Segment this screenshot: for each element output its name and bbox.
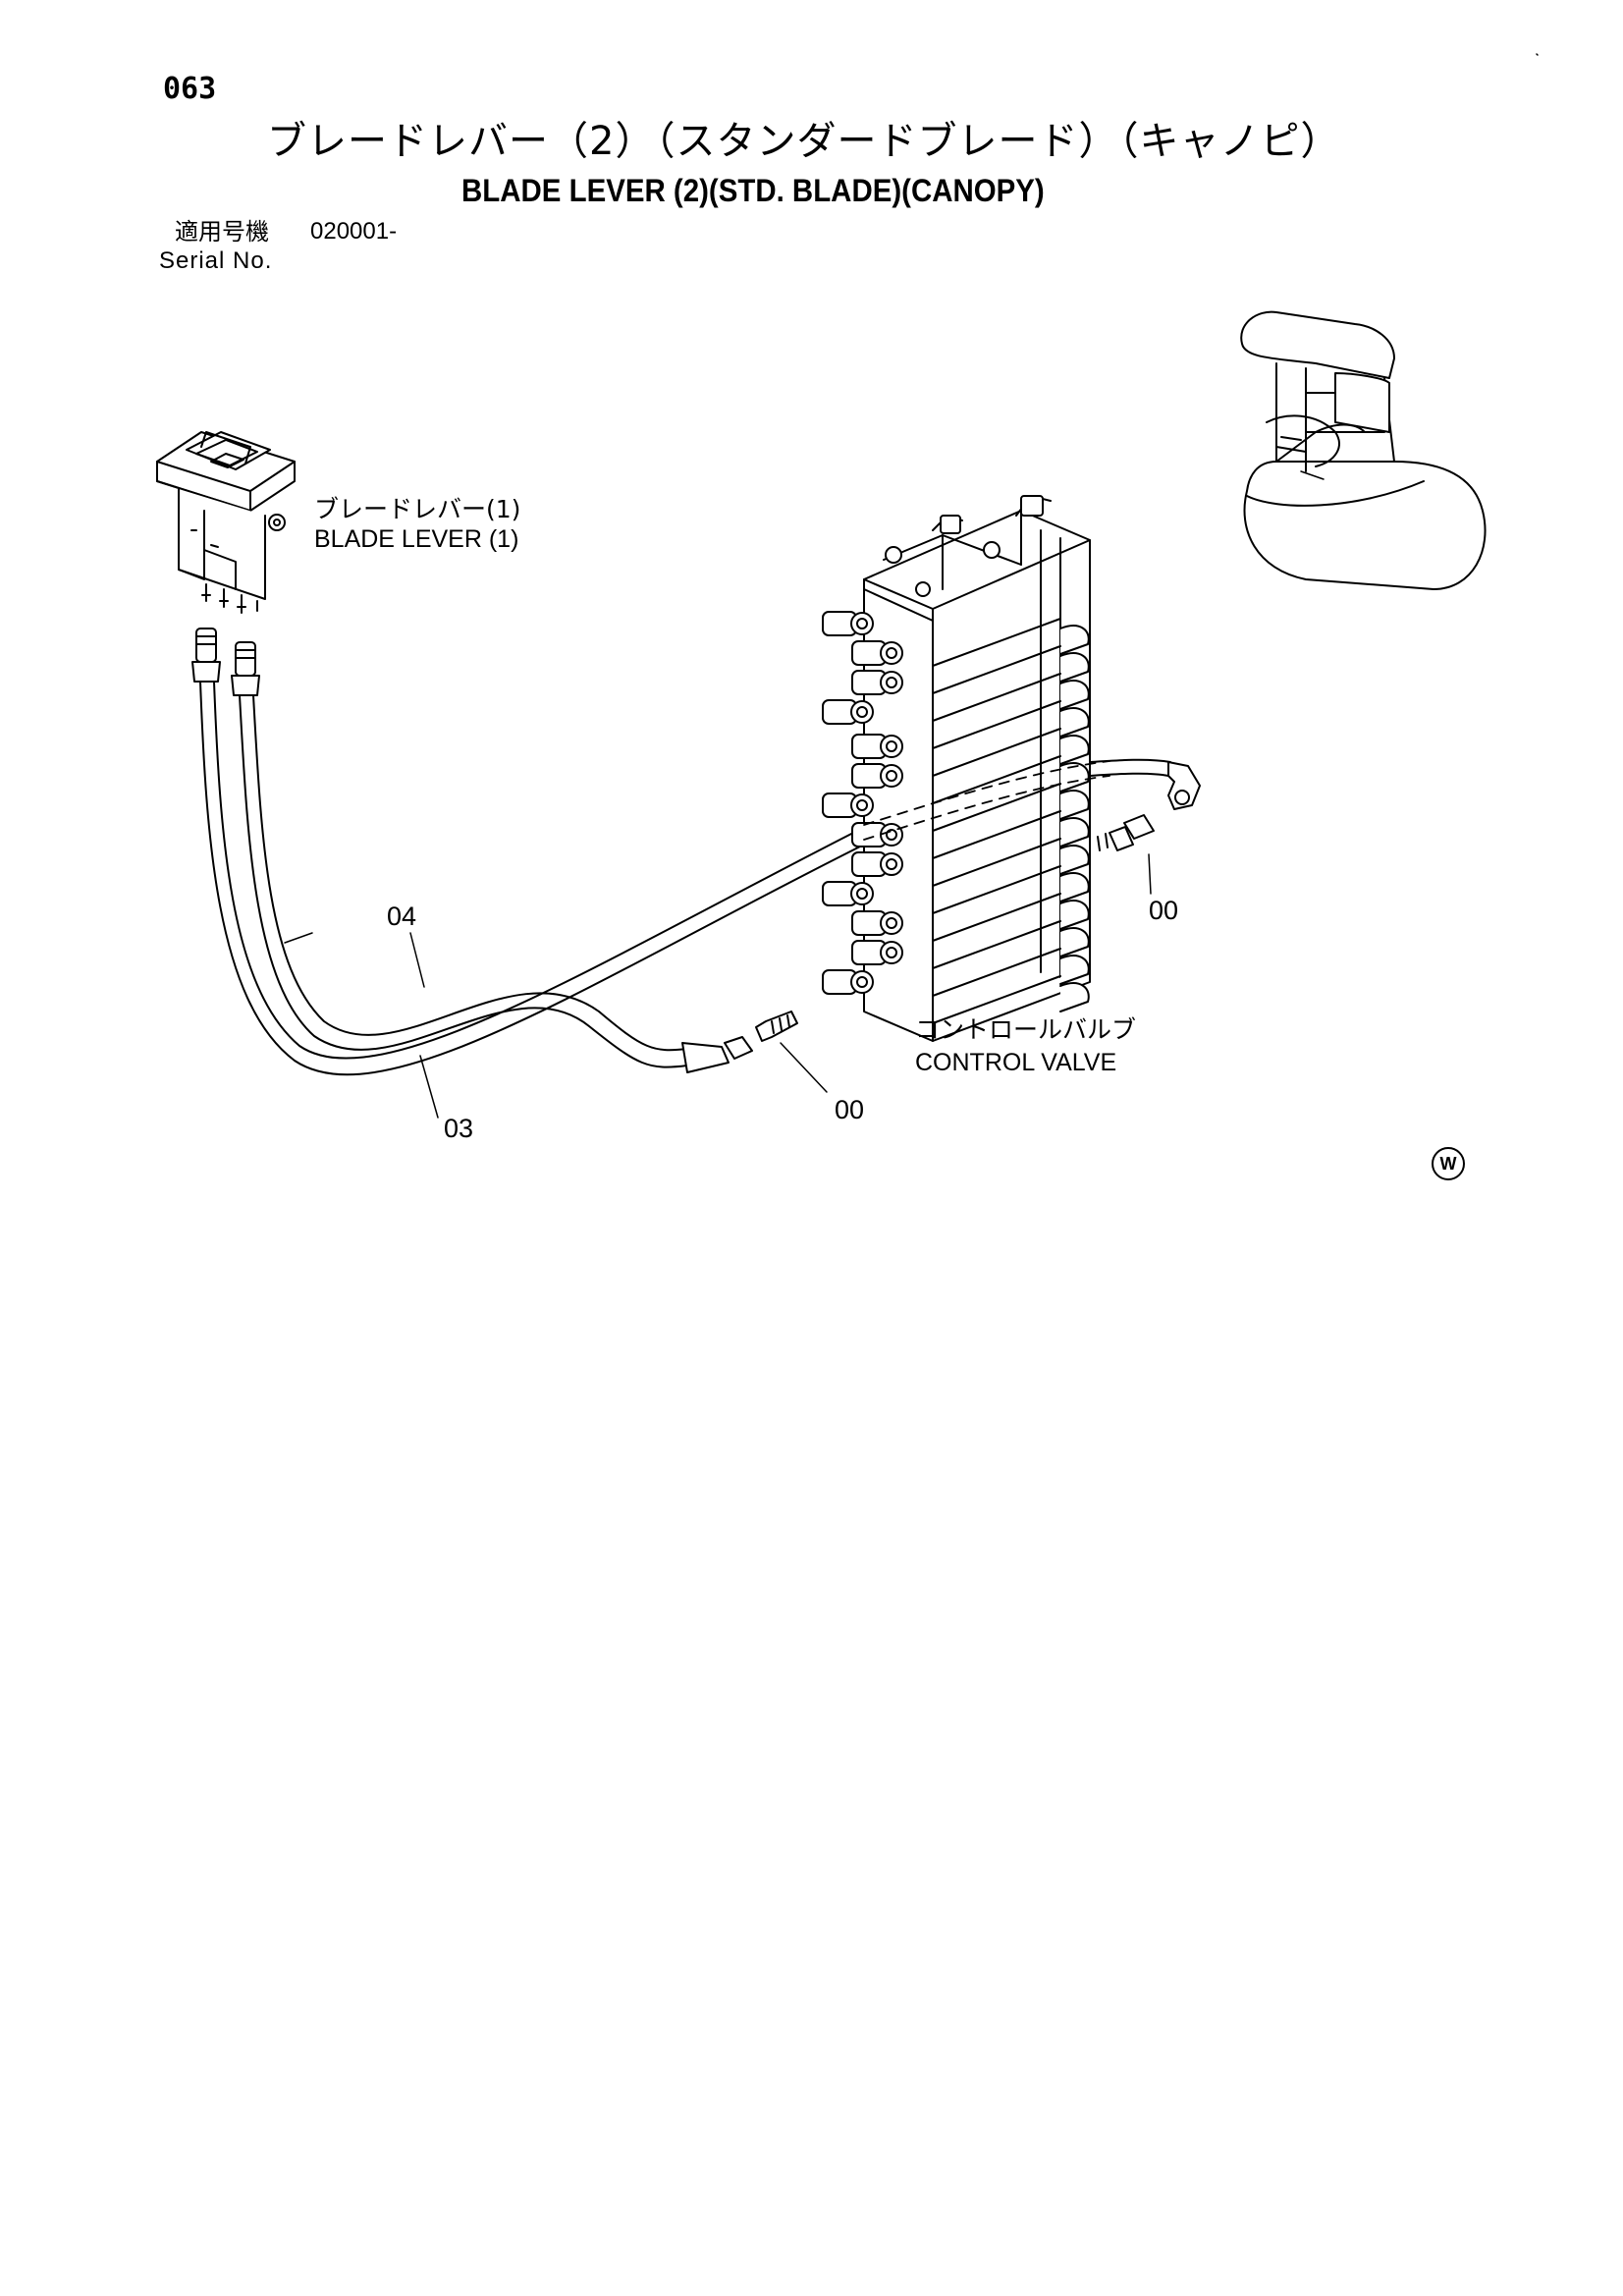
valve-port-nut [881, 942, 902, 963]
callout-fitting-right: 00 [1149, 896, 1179, 925]
valve-section-line [933, 839, 1060, 886]
valve-section-ridge [1060, 763, 1089, 792]
serial-label-english: Serial No. [159, 247, 273, 274]
callout-hose-03: 03 [444, 1114, 474, 1143]
valve-port-nut [851, 883, 873, 904]
valve-port-bore [887, 859, 896, 869]
valve-section-ridge [1060, 653, 1089, 682]
callout-fitting-bottom: 00 [835, 1095, 865, 1124]
valve-port-bore [887, 948, 896, 957]
valve-port-bore [887, 741, 896, 751]
valve-section-line [933, 811, 1060, 858]
page-title-japanese: ブレードレバー（2）（スタンダードブレード）（キャノピ） [267, 119, 1341, 164]
valve-port-bore [857, 800, 867, 810]
serial-label-japanese: 適用号機 [175, 218, 269, 246]
valve-port-nut [881, 642, 902, 664]
valve-port-bore [857, 619, 867, 629]
hidden-hose-path [864, 761, 1109, 840]
valve-section-line [933, 976, 1060, 1023]
blade-lever-label-japanese: ブレードレバー(1) [314, 495, 521, 523]
valve-port-nut [881, 824, 902, 846]
valve-port-nut [851, 971, 873, 993]
valve-port-bore [887, 918, 896, 928]
valve-port-bore [857, 707, 867, 717]
callout-hose-04: 04 [387, 902, 417, 931]
valve-section-ridge [1060, 818, 1089, 847]
valve-section-line [933, 674, 1060, 721]
valve-port-nut [881, 853, 902, 875]
valve-section-ridge [1060, 873, 1089, 902]
valve-section-line [933, 921, 1060, 968]
valve-section-line [933, 729, 1060, 776]
valve-port-nut [851, 613, 873, 634]
leader-lines [410, 54, 1538, 1118]
valve-port-bore [857, 977, 867, 987]
valve-port-nut [851, 794, 873, 816]
page-number: 063 [163, 72, 217, 106]
lever-port-fittings [192, 629, 259, 695]
publisher-w-mark: W [1432, 1147, 1465, 1180]
valve-port-nut [881, 765, 902, 787]
control-valve-body [864, 496, 1090, 1041]
control-valve-label-japanese: コントロールバルブ [915, 1015, 1137, 1044]
valve-port-bore [887, 648, 896, 658]
valve-port-bore [857, 889, 867, 899]
valve-section-line [933, 701, 1060, 748]
valve-section-line [933, 646, 1060, 693]
valve-section-ridge [1060, 846, 1089, 874]
valve-port-bore [887, 678, 896, 687]
valve-section-ridge [1060, 928, 1089, 957]
valve-section-ridge [1060, 681, 1089, 709]
page-title-english: BLADE LEVER (2)(STD. BLADE)(CANOPY) [461, 173, 1045, 208]
valve-section-ridge [1060, 956, 1089, 984]
valve-section-line [933, 866, 1060, 913]
valve-port-nut [851, 701, 873, 723]
valve-port-nut [881, 736, 902, 757]
control-valve-label-english: CONTROL VALVE [915, 1049, 1117, 1076]
machine-location-thumbnail [1241, 312, 1485, 589]
valve-section-ridge [1060, 626, 1089, 654]
valve-section-ridge [1060, 708, 1089, 737]
blade-lever-assembly [157, 432, 295, 613]
valve-section-line [933, 784, 1060, 831]
valve-section-ridge [1060, 983, 1089, 1011]
valve-section-ridge [1060, 901, 1089, 929]
valve-port-bore [887, 771, 896, 781]
hose-lines [200, 682, 864, 1074]
valve-section-line [933, 756, 1060, 803]
blade-lever-label-english: BLADE LEVER (1) [314, 525, 519, 553]
valve-port-bore [887, 830, 896, 840]
valve-port-nut [881, 672, 902, 693]
valve-section-ridge [1060, 791, 1089, 819]
valve-section-ridge [1060, 736, 1089, 764]
valve-section-line [933, 949, 1060, 996]
valve-section-line [933, 894, 1060, 941]
serial-number-value: 020001- [310, 218, 398, 245]
control-valve-sections [933, 619, 1089, 1023]
valve-section-line [933, 619, 1060, 666]
hose-end-elbow-right [1090, 760, 1200, 850]
control-valve-ports [823, 612, 902, 994]
valve-port-nut [881, 912, 902, 934]
hose-end-elbow-bottom [682, 1011, 797, 1072]
